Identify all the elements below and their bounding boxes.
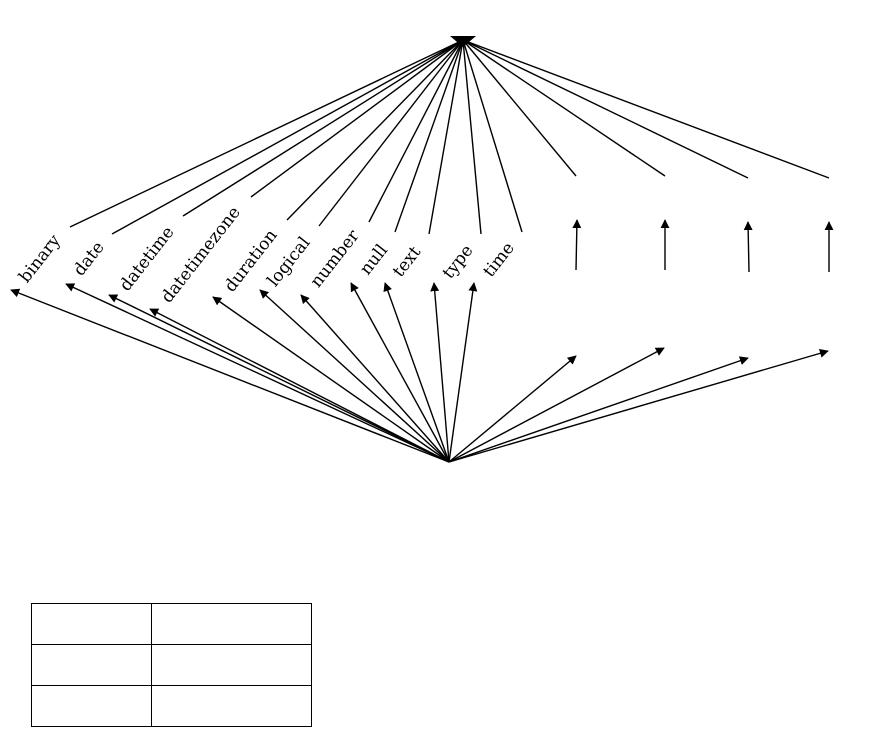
edge-hub-type <box>462 39 482 235</box>
arrow-to-datetime <box>108 294 450 463</box>
label-date: date <box>70 238 109 280</box>
edge-hub-unlabeled-4 <box>462 39 830 179</box>
edge-hub-logical <box>318 39 464 227</box>
arrow-to-binary <box>10 288 450 463</box>
arrow-to-unlabeled-1 <box>448 355 577 463</box>
label-text: text <box>389 243 425 282</box>
table-cell <box>31 685 152 727</box>
source-to-target-arrows <box>10 282 829 463</box>
arrow-to-unlabeled-4 <box>448 348 829 463</box>
edge-hub-unlabeled-3 <box>462 39 749 179</box>
table-row <box>31 644 312 686</box>
table-row <box>31 603 312 645</box>
table-cell <box>151 685 312 727</box>
label-null: null <box>356 241 392 279</box>
arrow-to-logical <box>259 289 450 463</box>
arrow-to-duration <box>212 296 450 463</box>
type-labels: binary date datetime datetimezone durati… <box>15 203 519 307</box>
edge-hub-binary <box>69 39 464 228</box>
table-cell <box>151 644 312 686</box>
edge-hub-unlabeled-2 <box>462 39 666 177</box>
short-arrow-1 <box>572 219 582 271</box>
empty-table <box>31 603 312 727</box>
table-row <box>31 685 312 727</box>
table-cell <box>31 603 152 645</box>
arrow-to-unlabeled-3 <box>448 356 749 463</box>
edge-hub-duration <box>286 39 464 221</box>
edge-hub-time <box>462 39 523 233</box>
label-number: number <box>307 226 365 292</box>
edge-hub-date <box>111 39 464 235</box>
edge-hub-number <box>368 39 464 223</box>
unlabeled-node-arrows <box>572 219 834 273</box>
arrow-to-text <box>383 282 450 463</box>
edge-hub-datetime <box>182 39 464 217</box>
label-binary: binary <box>15 231 65 287</box>
arrow-to-null <box>350 282 450 463</box>
edge-hub-text <box>428 39 464 235</box>
arrow-to-datetimezone <box>149 308 450 463</box>
table-cell <box>31 644 152 686</box>
label-type: type <box>439 241 478 283</box>
arrow-to-unlabeled-2 <box>448 347 665 463</box>
short-arrow-3 <box>743 221 753 273</box>
hub-to-label-edges <box>69 39 830 235</box>
arrow-to-type <box>430 282 450 463</box>
edge-hub-unlabeled-1 <box>462 39 577 177</box>
arrow-to-number <box>300 294 450 463</box>
edge-hub-null <box>394 39 464 233</box>
label-time: time <box>479 239 518 282</box>
edge-hub-datetimezone <box>250 39 464 198</box>
arrow-to-date <box>65 283 450 463</box>
table-cell <box>151 603 312 645</box>
arrow-to-time <box>448 282 478 463</box>
